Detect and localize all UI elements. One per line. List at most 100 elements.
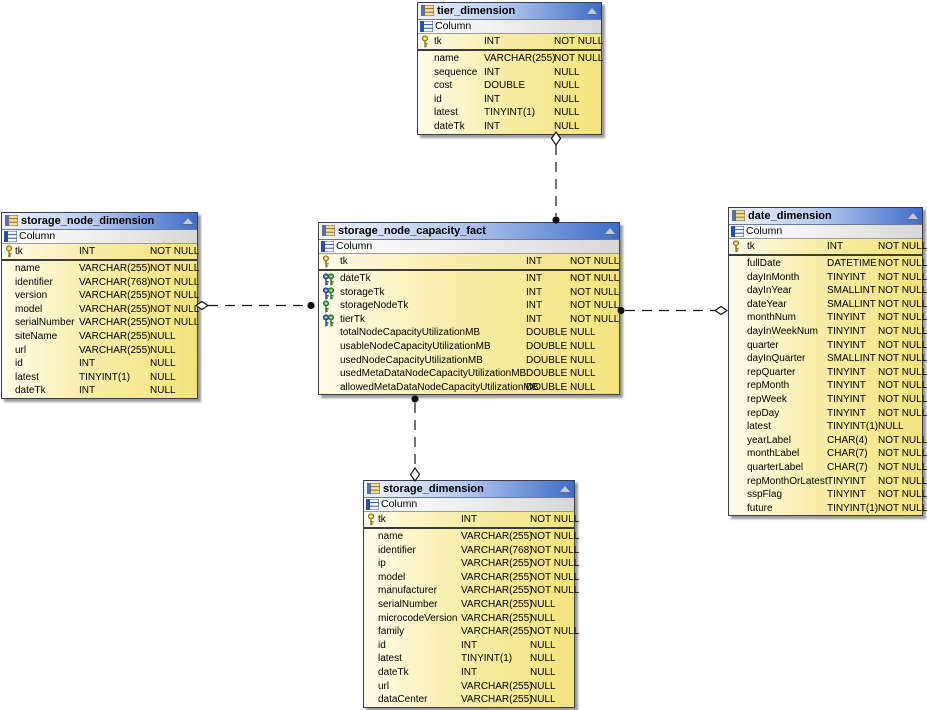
table-header[interactable]: storage_node_capacity_fact [319, 223, 619, 240]
column-type: VARCHAR(255) [461, 626, 533, 638]
column-name: microcodeVersion [378, 612, 458, 624]
columns-icon [3, 230, 18, 243]
column-nullability: NOT NULL [530, 514, 580, 525]
column-type: INT [79, 246, 96, 257]
collapse-icon[interactable] [605, 228, 615, 234]
column-nullability: NOT NULL [878, 285, 927, 297]
relationship-fact-date[interactable] [616, 304, 729, 317]
column-type: VARCHAR(255) [79, 330, 151, 342]
relationship-fact-storage[interactable] [408, 394, 422, 482]
column-type: VARCHAR(255) [79, 303, 151, 315]
table-header[interactable]: date_dimension [729, 208, 922, 225]
column-nullability: NOT NULL [530, 544, 580, 556]
column-type: INT [461, 514, 478, 525]
collapse-icon[interactable] [908, 213, 918, 219]
column-name: url [378, 680, 390, 692]
column-type: TINYINT [827, 380, 866, 392]
table-header[interactable]: tier_dimension [418, 3, 601, 20]
collapse-icon[interactable] [587, 8, 597, 14]
collapse-icon[interactable] [560, 486, 570, 492]
column-row-allowedMetaDataNodeCapacityUtilizationMB[interactable]: allowedMetaDataNodeCapacityUtilizationMB… [319, 381, 619, 395]
relationship-fact-storage-node[interactable] [195, 299, 319, 312]
column-type: CHAR(4) [827, 434, 868, 446]
column-name: ip [378, 558, 386, 570]
collapse-icon[interactable] [183, 218, 193, 224]
table-header[interactable]: storage_dimension [364, 481, 574, 498]
relationship-fact-tier[interactable] [549, 131, 563, 226]
column-type: VARCHAR(255) [484, 53, 556, 64]
table-header[interactable]: storage_node_dimension [2, 213, 197, 230]
column-type: TINYINT [827, 366, 866, 378]
column-nullability: NOT NULL [150, 263, 200, 274]
column-name: url [15, 344, 27, 356]
